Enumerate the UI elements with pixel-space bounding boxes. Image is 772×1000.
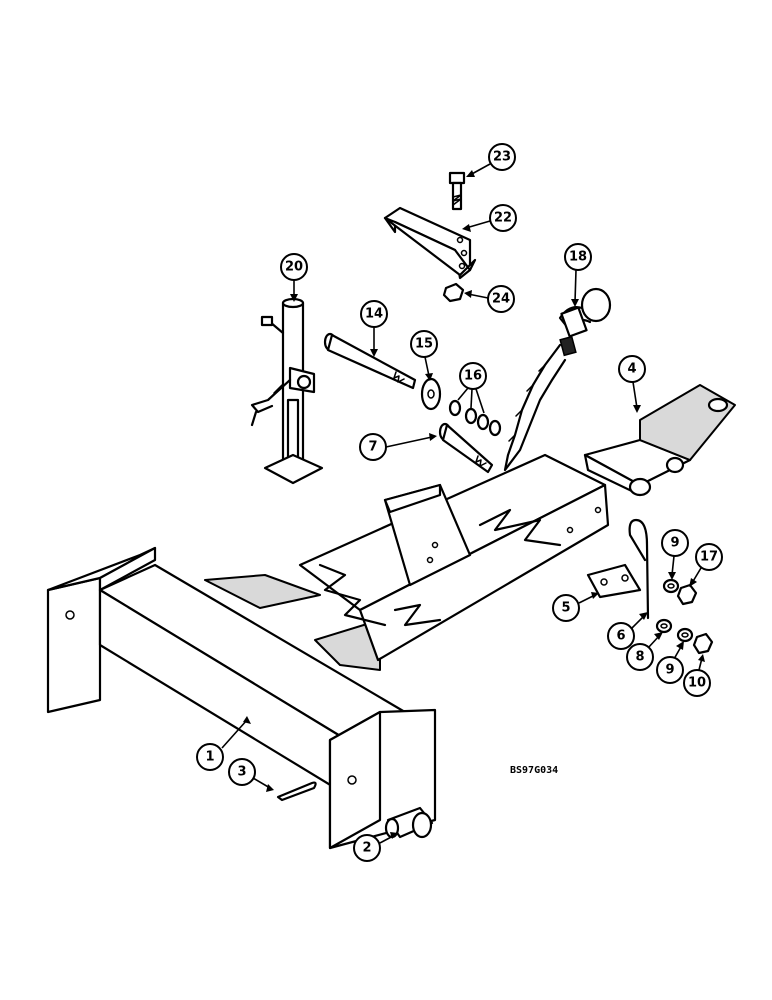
callout-5: 5 xyxy=(552,592,599,622)
bolt-14 xyxy=(323,332,417,390)
callout-3: 3 xyxy=(228,758,274,792)
callout-label: 22 xyxy=(494,211,512,226)
figure-code: BS97G034 xyxy=(510,765,558,776)
bolt-23 xyxy=(448,171,466,211)
callout-24: 24 xyxy=(464,285,515,313)
right-plate-hole xyxy=(347,775,357,785)
eyebolt xyxy=(628,518,650,620)
jack-stand xyxy=(250,297,324,485)
drawbar-clevis xyxy=(583,384,736,497)
callout-label: 14 xyxy=(365,307,383,322)
left-end-plate xyxy=(46,576,102,714)
strap-bracket-22 xyxy=(383,206,477,280)
jack-foot xyxy=(263,453,324,485)
callout-8: 8 xyxy=(626,632,663,671)
cotter-pin xyxy=(276,781,317,802)
hardware-16 xyxy=(448,399,502,437)
nut-10 xyxy=(692,632,714,655)
chain-bracket xyxy=(586,563,642,599)
callout-label: 20 xyxy=(285,260,303,275)
hitch-frame xyxy=(46,453,610,850)
callout-7: 7 xyxy=(359,433,437,461)
washer-9-upper xyxy=(662,578,680,594)
callout-label: 9 xyxy=(670,536,679,551)
callout-9-lower: 9 xyxy=(656,641,684,684)
washer-9-lower xyxy=(676,627,694,643)
callout-label: 15 xyxy=(415,337,433,352)
callout-label: 16 xyxy=(464,369,482,384)
callout-18: 18 xyxy=(564,243,592,307)
callout-label: 2 xyxy=(362,841,371,856)
callout-16: 16 xyxy=(457,362,487,414)
callout-label: 4 xyxy=(627,362,636,377)
callout-label: 18 xyxy=(569,250,587,265)
left-gusset xyxy=(204,574,321,609)
bolt-7 xyxy=(438,422,494,474)
washer-8 xyxy=(655,618,673,634)
callout-2: 2 xyxy=(353,832,398,862)
nut-24 xyxy=(442,282,465,303)
callout-1: 1 xyxy=(196,716,251,771)
safety-chain xyxy=(503,287,612,472)
callout-label: 17 xyxy=(700,550,718,565)
callout-label: 1 xyxy=(205,750,214,765)
callout-label: 7 xyxy=(368,440,377,455)
tongue-side xyxy=(358,483,610,662)
callout-label: 3 xyxy=(237,765,246,780)
callout-label: 24 xyxy=(492,292,510,307)
callout-label: 5 xyxy=(561,601,570,616)
callout-14: 14 xyxy=(360,300,388,357)
washer-15 xyxy=(420,377,442,411)
left-plate-hole xyxy=(65,610,75,620)
clevis-hole xyxy=(707,397,729,413)
callout-label: 9 xyxy=(665,663,674,678)
callout-10: 10 xyxy=(683,654,711,697)
callout-6: 6 xyxy=(607,612,648,650)
chain-hook xyxy=(580,287,612,323)
break-line-2 xyxy=(478,508,562,547)
callout-label: 23 xyxy=(493,150,511,165)
callout-label: 10 xyxy=(688,676,706,691)
callout-20: 20 xyxy=(280,253,308,302)
callout-15: 15 xyxy=(410,330,438,381)
nut-17 xyxy=(676,583,698,606)
break-line-1 xyxy=(318,563,387,627)
callout-9-upper: 9 xyxy=(661,529,689,580)
right-gusset xyxy=(314,619,381,671)
callout-label: 6 xyxy=(616,629,625,644)
callout-label: 8 xyxy=(635,650,644,665)
callout-22: 22 xyxy=(462,204,517,232)
callout-17: 17 xyxy=(689,543,723,587)
callout-4: 4 xyxy=(618,355,646,413)
callout-23: 23 xyxy=(466,143,516,177)
